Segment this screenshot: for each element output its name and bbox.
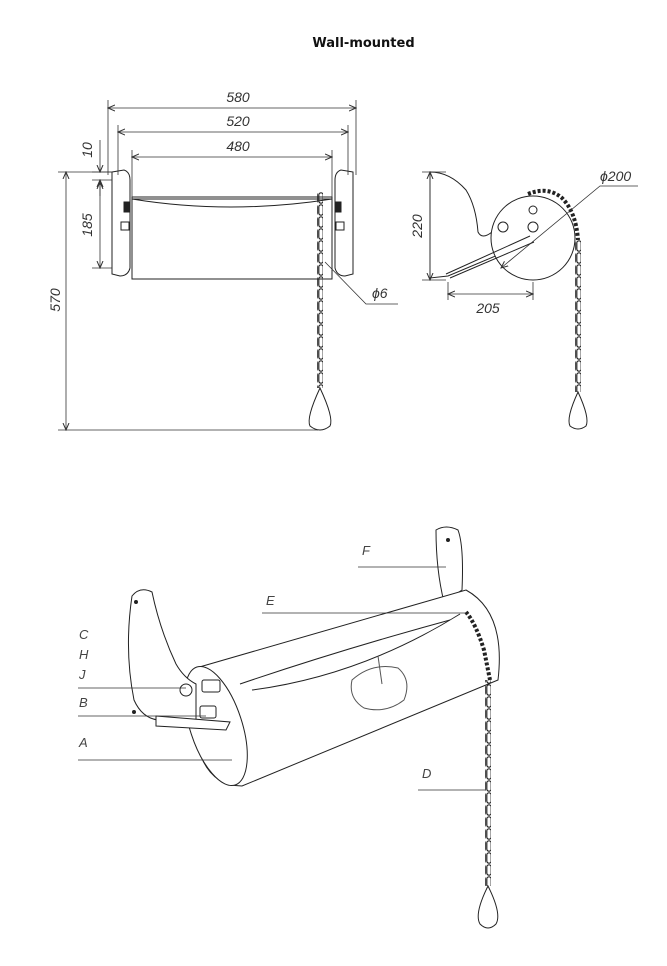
dim-phi6: ϕ6 bbox=[372, 285, 388, 301]
chain-handle bbox=[308, 386, 332, 431]
lamp bbox=[350, 666, 408, 711]
chain bbox=[317, 192, 323, 388]
heater-body bbox=[131, 196, 333, 280]
dim-480: 480 bbox=[226, 138, 250, 154]
dim-10: 10 bbox=[79, 142, 95, 158]
side-view bbox=[429, 171, 588, 430]
dim-205: 205 bbox=[475, 300, 500, 316]
label-A: A bbox=[78, 735, 88, 750]
front-view bbox=[111, 169, 354, 431]
label-J: J bbox=[78, 667, 86, 682]
chain-side bbox=[575, 240, 581, 392]
chain-iso-handle bbox=[477, 884, 499, 929]
label-E: E bbox=[266, 593, 275, 608]
chain-iso bbox=[485, 680, 491, 886]
chain-iso-top bbox=[464, 610, 492, 681]
chain-side-top bbox=[527, 188, 580, 241]
label-F: F bbox=[362, 543, 371, 558]
dim-185: 185 bbox=[79, 213, 95, 237]
drawing-title: Wall-mounted bbox=[312, 36, 415, 51]
dim-570: 570 bbox=[47, 288, 63, 312]
iso-view bbox=[127, 526, 500, 929]
rear-bracket bbox=[435, 526, 463, 603]
label-leaders bbox=[78, 566, 486, 791]
dim-phi200: ϕ200 bbox=[600, 168, 631, 184]
heater-end-disc bbox=[490, 195, 576, 281]
label-D: D bbox=[422, 766, 431, 781]
label-B: B bbox=[79, 695, 88, 710]
label-H: H bbox=[79, 647, 89, 662]
side-dimensions bbox=[422, 172, 638, 300]
front-bracket bbox=[127, 589, 197, 725]
chain-side-handle bbox=[568, 390, 588, 430]
dim-220: 220 bbox=[409, 214, 425, 239]
dim-520: 520 bbox=[226, 113, 250, 129]
front-dimensions bbox=[58, 100, 398, 430]
label-C: C bbox=[79, 627, 89, 642]
dim-580: 580 bbox=[226, 89, 250, 105]
